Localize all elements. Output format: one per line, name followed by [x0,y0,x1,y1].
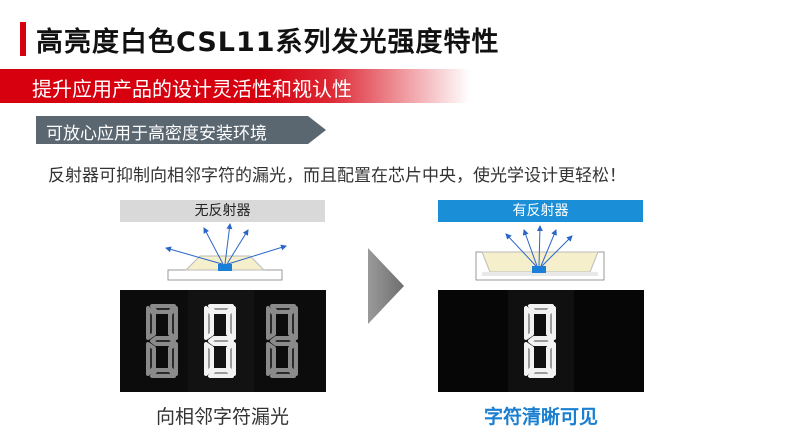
description-text: 反射器可抑制向相邻字符的漏光，而且配置在芯片中央，使光学设计更轻松！ [48,166,626,186]
seven-segment-display-clear [438,290,644,392]
grey-banner-shape [36,116,326,144]
page-title: 高亮度白色CSL11系列发光强度特性 [36,27,500,58]
transition-arrow-icon [368,248,404,328]
label-no-reflector: 无反射器 [120,200,325,222]
seven-segment-display-leaking [120,290,326,392]
title-accent-bar [20,22,26,56]
caption-leakage: 向相邻字符漏光 [156,406,290,428]
red-banner: 提升应用产品的设计灵活性和视认性 [0,69,470,103]
package-diagram-with-reflector [470,222,620,288]
label-with-reflector: 有反射器 [438,200,643,222]
grey-banner-text: 可放心应用于高密度安装环境 [46,124,267,144]
grey-banner: 可放心应用于高密度安装环境 [36,116,326,144]
caption-clear: 字符清晰可见 [484,406,599,428]
red-banner-text: 提升应用产品的设计灵活性和视认性 [32,77,352,101]
package-diagram-no-reflector [150,222,300,288]
